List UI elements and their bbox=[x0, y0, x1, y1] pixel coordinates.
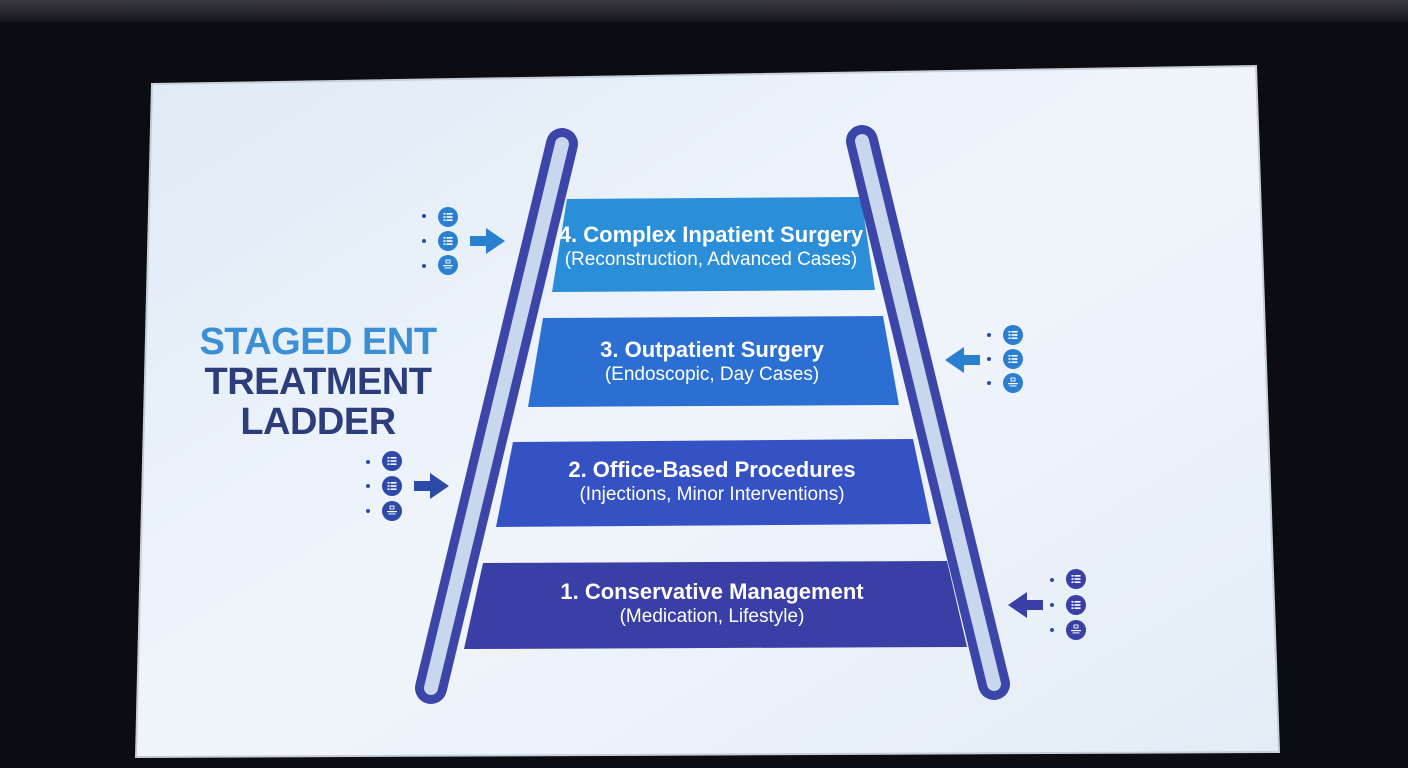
arrow-right-icon bbox=[470, 228, 505, 254]
icon-group-bottom-right bbox=[1008, 569, 1086, 640]
icon-group-top-left bbox=[422, 207, 505, 275]
rung-4-detail: (Reconstruction, Advanced Cases) bbox=[564, 249, 858, 270]
icon-group-mid-left bbox=[366, 451, 449, 521]
rung-2-detail: (Injections, Minor Interventions) bbox=[579, 484, 845, 505]
arrow-right-icon bbox=[414, 473, 449, 499]
document-icon bbox=[1003, 373, 1023, 393]
rung-2-text: 2. Office-Based Procedures (Injections, … bbox=[568, 457, 855, 507]
right-rail bbox=[846, 125, 1010, 700]
list-icon bbox=[1066, 595, 1086, 615]
slide-title: STAGED ENT TREATMENT LADDER bbox=[178, 322, 458, 442]
rung-1-text: 1. Conservative Management (Medication, … bbox=[560, 579, 863, 629]
icon-group-mid-right bbox=[945, 325, 1023, 393]
title-line-1: STAGED ENT bbox=[199, 321, 437, 363]
list-icon bbox=[1003, 349, 1023, 369]
rung-1-band bbox=[464, 561, 967, 649]
rung-1-detail: (Medication, Lifestyle) bbox=[619, 606, 805, 627]
list-icon bbox=[438, 207, 458, 227]
document-icon bbox=[438, 255, 458, 275]
rung-3-label: 3. Outpatient Surgery bbox=[600, 337, 824, 362]
list-icon bbox=[438, 231, 458, 251]
document-icon bbox=[1066, 620, 1086, 640]
rung-3-band bbox=[528, 316, 899, 407]
document-icon bbox=[382, 501, 402, 521]
rung-4-label: 4. Complex Inpatient Surgery bbox=[558, 222, 864, 247]
title-line-3: LADDER bbox=[240, 401, 396, 443]
title-line-2: TREATMENT bbox=[204, 361, 433, 403]
arrow-left-icon bbox=[1008, 592, 1043, 618]
rung-4-band bbox=[552, 197, 875, 292]
list-icon bbox=[1066, 569, 1086, 589]
list-icon bbox=[382, 476, 402, 496]
list-icon bbox=[1003, 325, 1023, 345]
left-rail bbox=[415, 128, 578, 704]
ceiling bbox=[0, 0, 1408, 22]
rung-2-band bbox=[496, 439, 931, 527]
rung-3-text: 3. Outpatient Surgery (Endoscopic, Day C… bbox=[600, 337, 824, 387]
rung-1-label: 1. Conservative Management bbox=[560, 579, 864, 604]
list-icon bbox=[382, 451, 402, 471]
rung-4-text: 4. Complex Inpatient Surgery (Reconstruc… bbox=[559, 222, 863, 272]
arrow-left-icon bbox=[945, 347, 980, 373]
rung-3-detail: (Endoscopic, Day Cases) bbox=[604, 364, 820, 385]
rung-2-label: 2. Office-Based Procedures bbox=[568, 457, 856, 482]
screen-surface bbox=[134, 64, 1281, 759]
